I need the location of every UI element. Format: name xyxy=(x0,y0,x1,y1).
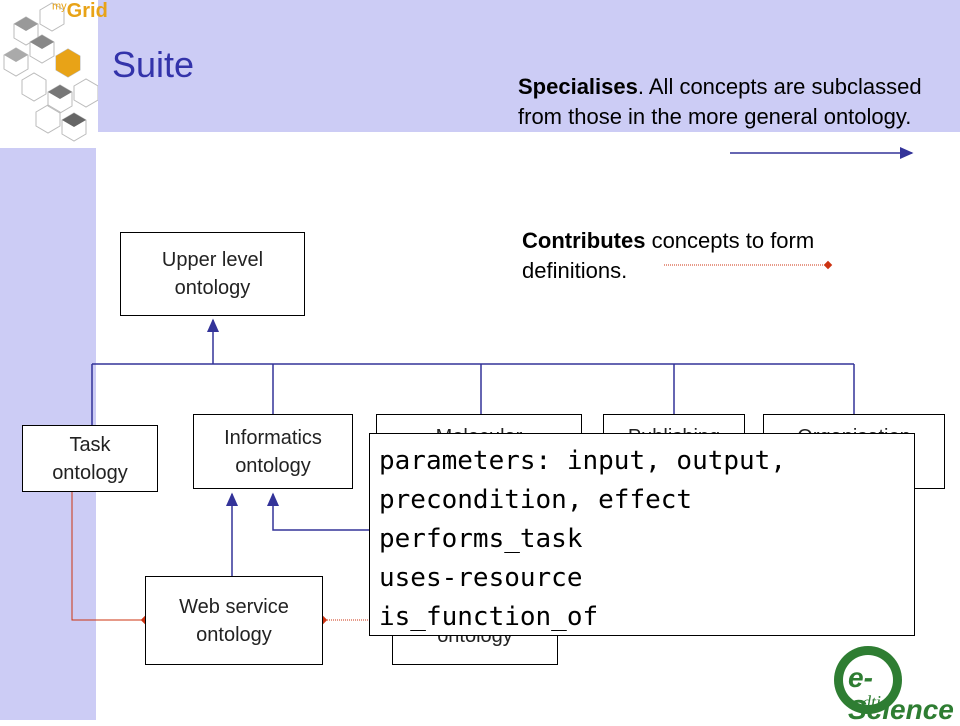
contributes-term: Contributes xyxy=(522,228,646,253)
header-band xyxy=(0,0,960,132)
logo-text: Grid xyxy=(66,0,108,22)
contributes-text: concepts to form definitions. xyxy=(522,228,815,283)
upper-level-ontology-node: Upper level ontology xyxy=(120,232,305,316)
hexagon-logo-icon xyxy=(3,2,99,142)
specialises-text: . All concepts are subclassed from those… xyxy=(518,74,922,129)
task-contributes-line xyxy=(71,490,145,621)
popup-line: precondition, effect xyxy=(379,485,693,515)
mygrid-logo-text: myGrid xyxy=(52,0,108,23)
escience-logo: e-Science dti xyxy=(830,640,958,725)
page-title: Suite xyxy=(112,44,195,85)
task-ontology-node: Task ontology xyxy=(22,425,158,492)
properties-popup: parameters: input, output, precondition,… xyxy=(369,433,915,636)
task-ontology-label: Task ontology xyxy=(52,433,128,484)
popup-line: parameters: input, output, xyxy=(379,446,786,476)
web-service-ontology-node: Web service ontology xyxy=(145,576,323,665)
contributes-note: Contributes concepts to form definitions… xyxy=(522,226,902,286)
hidden-to-informatics xyxy=(267,492,372,531)
mygrid-logo xyxy=(0,0,99,148)
dti-logo-text: dti xyxy=(862,692,882,712)
specialises-note: Specialises. All concepts are subclassed… xyxy=(518,72,938,132)
upper-level-ontology-label: Upper level ontology xyxy=(161,249,264,299)
popup-line: is_function_of xyxy=(379,602,599,632)
popup-line: uses-resource xyxy=(379,563,583,593)
informatics-ontology-label: Informatics ontology xyxy=(224,426,322,477)
contributes-legend-marker xyxy=(823,260,833,270)
web-service-ontology-label: Web service ontology xyxy=(179,595,289,646)
popup-line: performs_task xyxy=(379,524,583,554)
informatics-ontology-node: Informatics ontology xyxy=(193,414,353,489)
escience-seal-icon xyxy=(834,646,902,714)
specialises-term: Specialises xyxy=(518,74,638,99)
logo-superscript: my xyxy=(52,0,67,13)
